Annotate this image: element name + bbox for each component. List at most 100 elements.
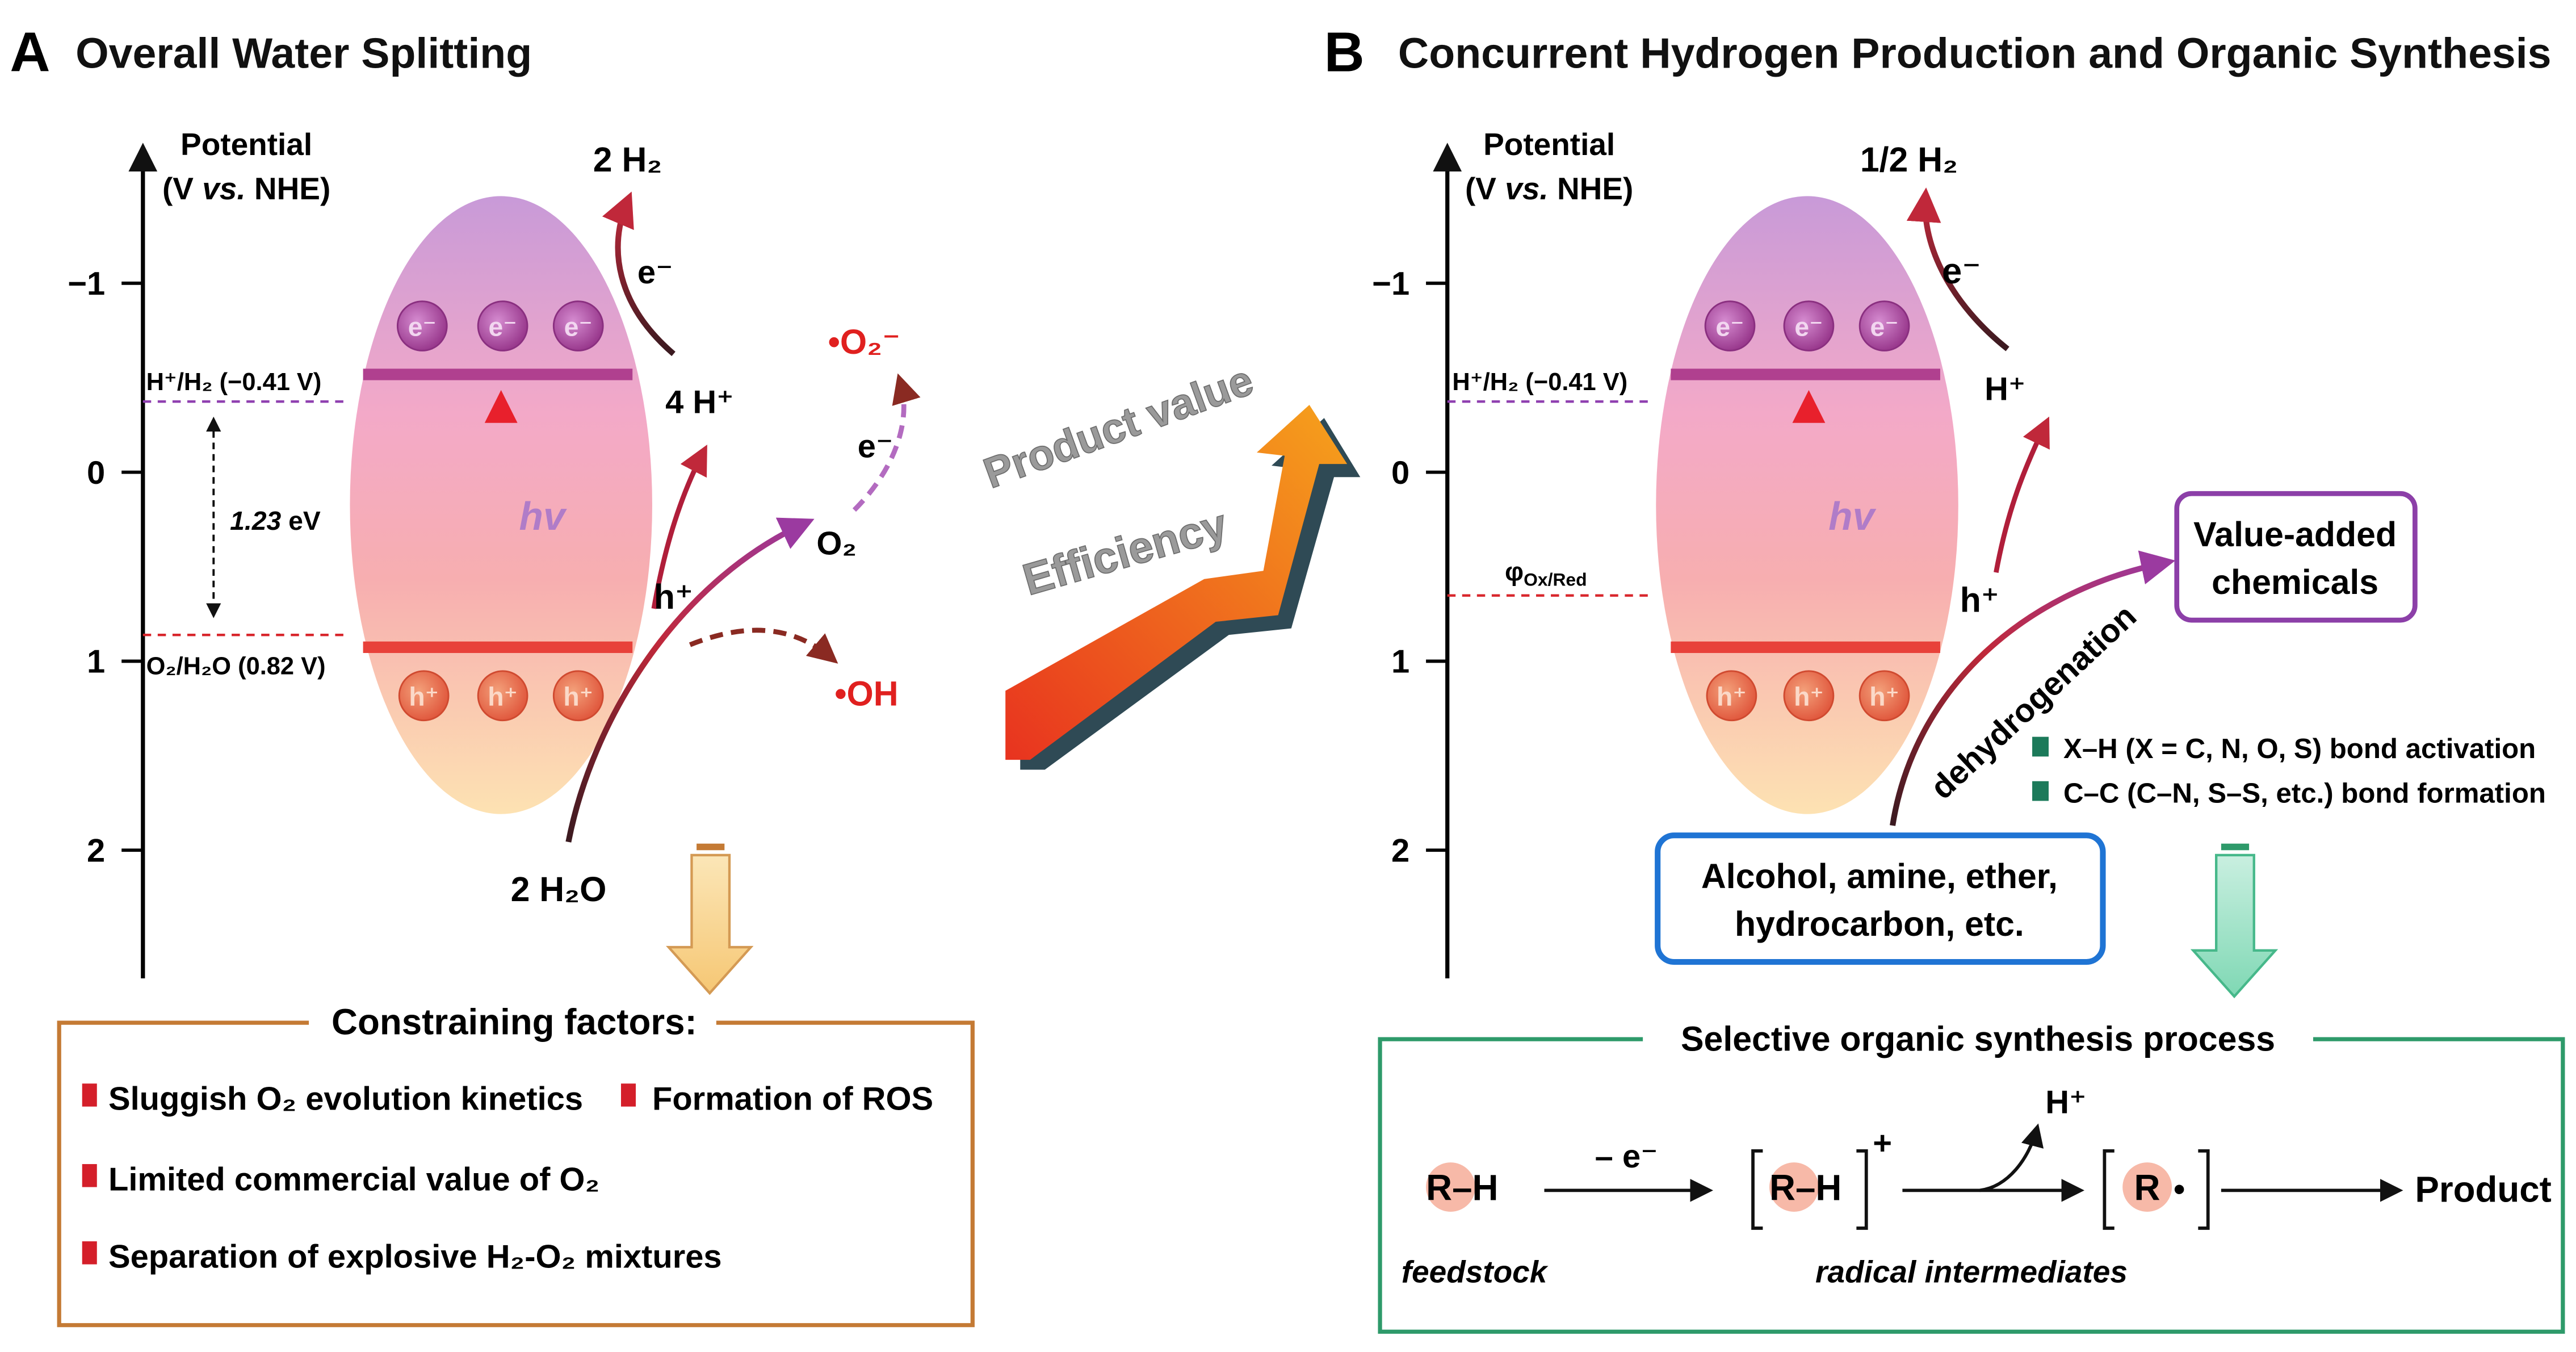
product-label: Product bbox=[2415, 1170, 2551, 1210]
radical-intermediates-label: radical intermediates bbox=[1815, 1254, 2128, 1289]
constraint-item-2: Formation of ROS bbox=[652, 1081, 933, 1117]
panel-b-letter: B bbox=[1324, 20, 1365, 83]
superoxide-label: •O₂⁻ bbox=[828, 323, 901, 361]
rh-feedstock: R–H bbox=[1426, 1168, 1498, 1208]
axis-a-title-line1: Potential bbox=[181, 127, 312, 162]
electron-b-1: e⁻ bbox=[1715, 312, 1744, 341]
electron-arrow-label-a: e⁻ bbox=[637, 254, 673, 291]
panel-b-title: Concurrent Hydrogen Production and Organ… bbox=[1398, 30, 2552, 77]
trend-arrow bbox=[1005, 404, 1348, 760]
value-added-box: Value-added chemicals bbox=[2174, 491, 2418, 623]
proton-arrow-b bbox=[1994, 416, 2050, 573]
bracket-left-cation bbox=[1751, 1149, 1763, 1230]
valence-band-a bbox=[363, 641, 633, 653]
tick-b-1: 1 bbox=[1391, 644, 1409, 680]
axis-b-title-line1: Potential bbox=[1483, 127, 1615, 162]
electron-b-2: e⁻ bbox=[1794, 312, 1823, 341]
electron-a-1: e⁻ bbox=[408, 312, 437, 341]
dehydrogenation-arrow bbox=[1890, 550, 2176, 826]
electron-transfer-arrow-a bbox=[602, 191, 676, 357]
panel-b: B Concurrent Hydrogen Production and Org… bbox=[1324, 20, 2565, 1334]
tick-b-2: 2 bbox=[1391, 833, 1409, 869]
tick-a-minus1: −1 bbox=[68, 266, 105, 302]
feedstock-label: feedstock bbox=[1402, 1254, 1549, 1289]
superoxide-electron-label: e⁻ bbox=[858, 429, 893, 465]
deprotonation-branch bbox=[1979, 1123, 2044, 1192]
axis-b-title-line2: (V vs. NHE) bbox=[1465, 171, 1633, 206]
electron-arrow-label-b: e⁻ bbox=[1942, 251, 1981, 291]
hole-transfer-arrow-a bbox=[565, 517, 815, 843]
bond-list: X–H (X = C, N, O, S) bond activation C–C… bbox=[2032, 733, 2546, 809]
hydroxyl-label: •OH bbox=[834, 675, 898, 713]
minus-e-label: – e⁻ bbox=[1595, 1138, 1658, 1175]
hydroxyl-arrow bbox=[689, 627, 838, 664]
electron-transfer-arrow-b bbox=[1906, 187, 2009, 351]
o-level-label-a: O₂/H₂O (0.82 V) bbox=[146, 653, 326, 680]
valence-band-b bbox=[1671, 641, 1940, 653]
bracket-right-radical bbox=[2198, 1149, 2210, 1230]
tick-a-1: 1 bbox=[87, 644, 105, 680]
hole-arrow-label-a: h⁺ bbox=[654, 577, 693, 616]
water-label: 2 H₂O bbox=[511, 870, 607, 909]
cation-plus: + bbox=[1873, 1125, 1892, 1162]
electron-a-2: e⁻ bbox=[489, 312, 517, 341]
electron-b-3: e⁻ bbox=[1870, 312, 1898, 341]
down-arrow-a bbox=[666, 843, 754, 995]
panel-a-title: Overall Water Splitting bbox=[75, 30, 532, 77]
dehydrogenation-label: dehydrogenation bbox=[1924, 598, 2143, 806]
down-arrow-b bbox=[2190, 843, 2279, 999]
protons-label-a: 4 H⁺ bbox=[665, 384, 734, 420]
proton-label-b: H⁺ bbox=[1985, 371, 2025, 407]
hole-a-2: h⁺ bbox=[488, 682, 518, 711]
phi-level-label: φOx/Red bbox=[1505, 557, 1587, 590]
substrate-box: Alcohol, amine, ether, hydrocarbon, etc. bbox=[1655, 832, 2106, 965]
hole-b-1: h⁺ bbox=[1717, 682, 1747, 711]
constraints-box: Constraining factors: Sluggish O₂ evolut… bbox=[57, 1002, 975, 1328]
electrons-a: e⁻ e⁻ e⁻ bbox=[396, 300, 604, 351]
tick-a-0: 0 bbox=[87, 455, 105, 491]
electron-a-3: e⁻ bbox=[564, 312, 593, 341]
tick-a-2: 2 bbox=[87, 833, 105, 869]
constraint-item-3: Limited commercial value of O₂ bbox=[108, 1161, 599, 1198]
middle-trend: Product value Efficiency bbox=[977, 355, 1361, 770]
o2-label-a: O₂ bbox=[816, 525, 857, 562]
substrate-line1: Alcohol, amine, ether, bbox=[1701, 857, 2058, 895]
hv-label-a: hv bbox=[519, 494, 567, 538]
bracket-right-cation bbox=[1856, 1149, 1868, 1230]
substrate-line2: hydrocarbon, etc. bbox=[1735, 905, 2024, 943]
panel-a: A Overall Water Splitting Potential (V v… bbox=[10, 20, 975, 1328]
electrons-b: e⁻ e⁻ e⁻ bbox=[1704, 300, 1910, 351]
h2-product-a: 2 H₂ bbox=[593, 140, 662, 179]
conduction-band-a bbox=[363, 369, 633, 380]
proton-arrow-a bbox=[651, 445, 707, 609]
hole-a-1: h⁺ bbox=[409, 682, 439, 711]
selective-title: Selective organic synthesis process bbox=[1681, 1019, 2275, 1058]
panel-a-letter: A bbox=[10, 20, 50, 83]
bond-item-2: C–C (C–N, S–S, etc.) bond formation bbox=[2063, 777, 2546, 809]
holes-b: h⁺ h⁺ h⁺ bbox=[1706, 670, 1910, 722]
rh-cation: R–H bbox=[1769, 1168, 1841, 1208]
hole-b-2: h⁺ bbox=[1794, 682, 1824, 711]
h2-product-b: 1/2 H₂ bbox=[1860, 140, 1958, 179]
value-added-line2: chemicals bbox=[2212, 563, 2378, 601]
hv-label-b: hv bbox=[1828, 494, 1876, 538]
hole-b-3: h⁺ bbox=[1869, 682, 1899, 711]
gap-label: 1.23 eV bbox=[230, 506, 321, 535]
hole-arrow-label-b: h⁺ bbox=[1960, 581, 1999, 620]
constraint-item-4: Separation of explosive H₂-O₂ mixtures bbox=[108, 1238, 722, 1275]
h-plus-released: H⁺ bbox=[2045, 1084, 2086, 1120]
axis-b-ticks: −1 0 1 2 bbox=[1372, 266, 1448, 869]
conduction-band-b bbox=[1671, 369, 1940, 380]
radical-r: R bbox=[2134, 1168, 2160, 1208]
bond-item-1: X–H (X = C, N, O, S) bond activation bbox=[2063, 733, 2536, 764]
axis-a-ticks: −1 0 1 2 bbox=[68, 266, 143, 869]
h-level-label-b: H⁺/H₂ (−0.41 V) bbox=[1452, 369, 1627, 396]
product-value-label: Product value bbox=[977, 356, 1259, 497]
radical-dot: • bbox=[2174, 1171, 2185, 1208]
superoxide-arrow bbox=[852, 373, 921, 512]
h-level-label-a: H⁺/H₂ (−0.41 V) bbox=[146, 369, 322, 396]
value-added-line1: Value-added bbox=[2193, 515, 2397, 554]
constraints-title: Constraining factors: bbox=[332, 1002, 697, 1042]
selective-box: Selective organic synthesis process R–H … bbox=[1378, 1019, 2565, 1334]
